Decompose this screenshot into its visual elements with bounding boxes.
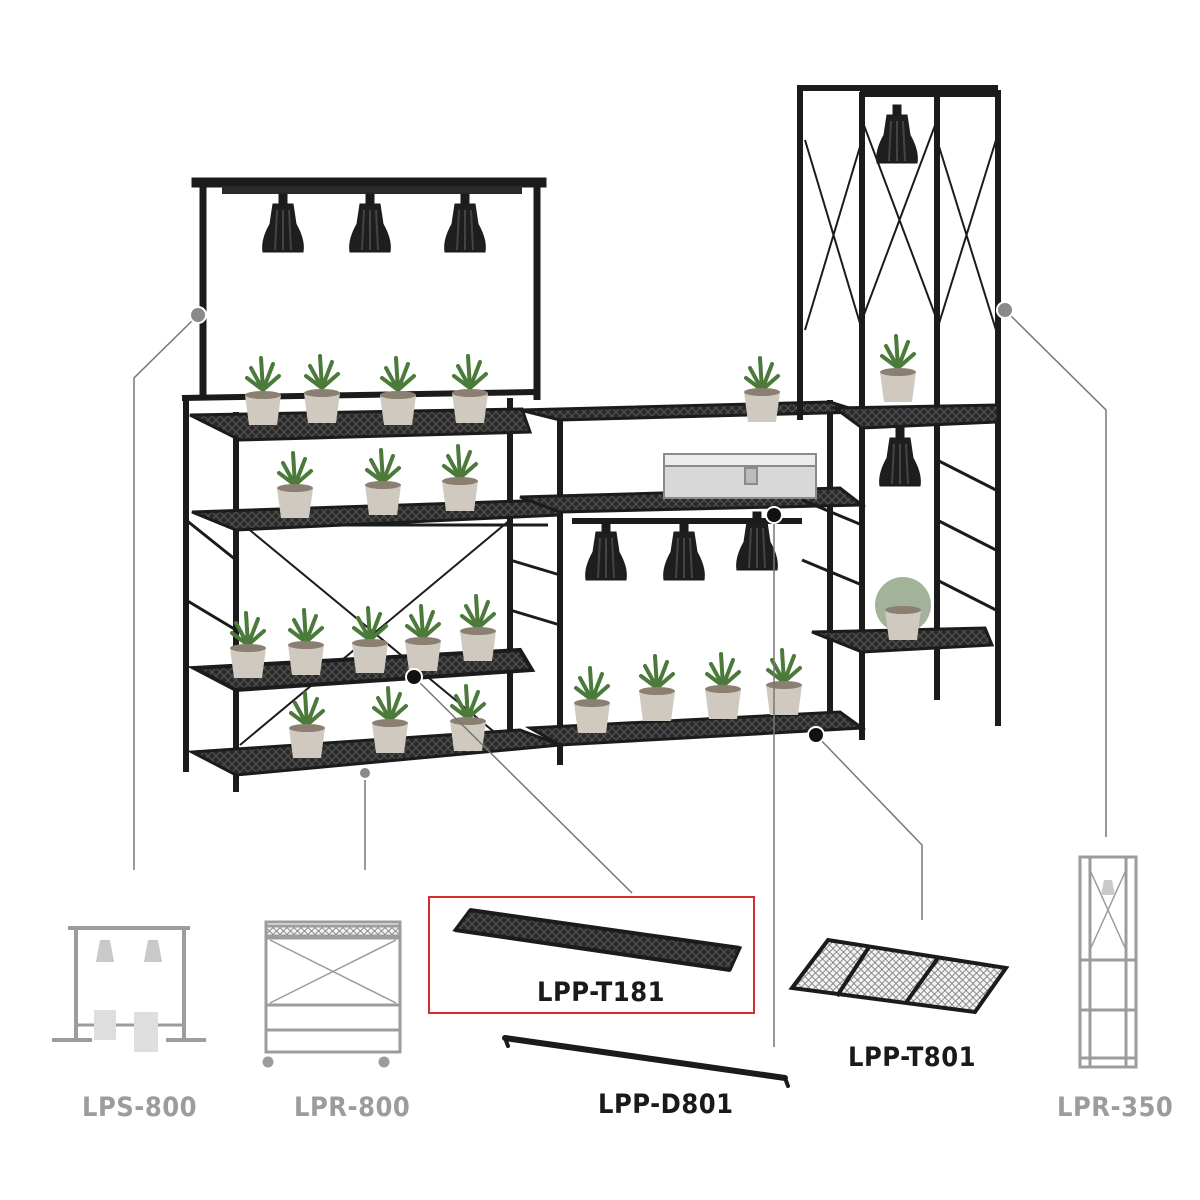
label-lps-800: LPS-800 (82, 1092, 198, 1123)
grow-lamp-icon (443, 193, 487, 253)
lps-800-thumbnail (52, 926, 206, 1052)
lpp-t801-thumbnail (788, 937, 1010, 1015)
grow-lamp-icon (348, 193, 392, 253)
toolbox (663, 453, 817, 499)
grow-lamp-icon (878, 427, 922, 487)
lpp-d801-thumbnail (502, 1035, 790, 1088)
label-lpr-350: LPR-350 (1057, 1092, 1174, 1123)
lpr-350-thumbnail (1078, 855, 1138, 1069)
label-lpr-800: LPR-800 (294, 1092, 411, 1123)
leader-dots (189, 301, 1014, 780)
plants (230, 334, 931, 758)
grow-lamp-icon (875, 104, 919, 164)
grow-lamp-icon (261, 193, 305, 253)
lpr-800-thumbnail (262, 920, 402, 1068)
leader-lines (133, 309, 1107, 1047)
label-lpp-t801: LPP-T801 (848, 1042, 976, 1073)
lpp-t181-thumbnail (452, 908, 743, 972)
label-lpp-d801: LPP-D801 (598, 1089, 734, 1120)
grow-lamp-icon (662, 521, 706, 581)
label-lpp-t181: LPP-T181 (537, 977, 665, 1008)
left-rack-frame (181, 389, 563, 792)
highlight-box (428, 896, 755, 1014)
light-stand-frame (191, 177, 547, 400)
grow-lamp-icon (584, 521, 628, 581)
